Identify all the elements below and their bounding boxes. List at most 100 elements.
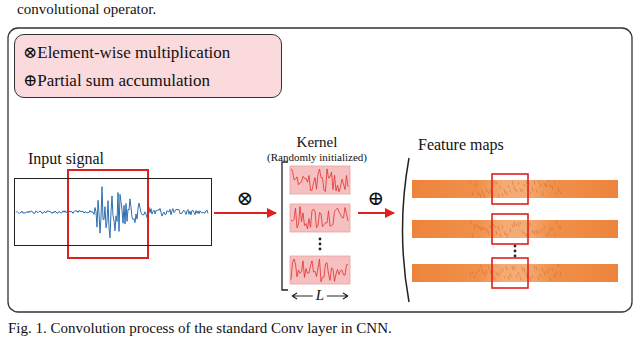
texture-stroke <box>476 181 477 186</box>
operator-symbol: ⊗ <box>236 188 255 208</box>
texture-stroke <box>550 277 551 281</box>
texture-stroke <box>502 193 503 196</box>
texture-stroke <box>540 183 541 187</box>
texture-stroke <box>500 186 501 188</box>
texture-stroke <box>546 270 547 273</box>
texture-stroke <box>560 225 561 228</box>
texture-stroke <box>510 228 511 232</box>
waveform <box>16 187 208 238</box>
kernel-weights <box>291 207 348 229</box>
node-title: Input signal <box>28 150 104 168</box>
texture-stroke <box>484 228 485 230</box>
outer-frame <box>8 28 632 312</box>
texture-stroke <box>512 224 513 227</box>
texture-stroke <box>506 267 507 271</box>
dimension-label: L <box>313 288 327 303</box>
legend-box: ⊗Element-wise multiplication⊕Partial sum… <box>14 34 282 98</box>
texture-stroke <box>482 190 483 195</box>
feature-maps: Feature maps <box>396 134 626 304</box>
texture-stroke <box>478 269 479 272</box>
texture-stroke <box>558 187 559 192</box>
texture-stroke <box>478 225 479 229</box>
texture-stroke <box>504 276 505 279</box>
texture-stroke <box>480 194 481 198</box>
texture-stroke <box>542 268 543 272</box>
texture-stroke <box>538 231 539 234</box>
texture-stroke <box>520 188 521 192</box>
texture-stroke <box>496 182 497 184</box>
kernel-weights <box>291 259 348 282</box>
texture-stroke <box>498 273 499 277</box>
texture-stroke <box>490 189 491 193</box>
texture-stroke <box>536 230 537 235</box>
texture-stroke <box>480 265 481 267</box>
texture-stroke <box>514 222 515 227</box>
node-title: Feature maps <box>418 136 504 154</box>
feature-map <box>412 264 618 282</box>
texture-stroke <box>510 190 511 192</box>
texture-stroke <box>480 227 481 230</box>
texture-stroke <box>526 181 527 184</box>
texture-stroke <box>556 220 557 223</box>
texture-stroke <box>544 272 545 275</box>
texture-stroke <box>472 233 473 237</box>
texture-stroke <box>474 185 475 187</box>
texture-stroke <box>488 191 489 194</box>
texture-stroke <box>506 191 507 195</box>
texture-stroke <box>534 230 535 234</box>
texture-stroke <box>522 231 523 234</box>
parenthesis <box>403 158 410 302</box>
texture-stroke <box>558 264 559 267</box>
node-text: (Randomly initialized) <box>267 151 367 164</box>
kernel-square <box>290 166 350 194</box>
node-title: Kernel <box>297 134 338 151</box>
texture-stroke <box>534 181 535 185</box>
kernel-square <box>290 204 350 232</box>
texture-stroke <box>472 192 473 196</box>
feature-texture <box>470 180 561 281</box>
kernel-group: Kernel(Randomly initialized) <box>278 134 356 304</box>
texture-stroke <box>558 225 559 227</box>
ellipsis-dot <box>319 238 322 241</box>
texture-stroke <box>486 189 487 191</box>
texture-stroke <box>494 277 495 280</box>
texture-stroke <box>504 189 505 194</box>
texture-stroke <box>470 181 471 184</box>
texture-stroke <box>482 269 483 274</box>
texture-stroke <box>538 277 539 280</box>
texture-stroke <box>548 231 549 235</box>
texture-stroke <box>546 233 547 237</box>
texture-stroke <box>502 269 503 272</box>
texture-stroke <box>518 222 519 227</box>
texture-stroke <box>526 273 527 278</box>
texture-stroke <box>556 193 557 195</box>
texture-stroke <box>520 276 521 280</box>
texture-stroke <box>560 191 561 194</box>
cut-text: convolutional operator. <box>14 2 159 17</box>
feature-map <box>412 220 618 238</box>
texture-stroke <box>516 189 517 192</box>
texture-stroke <box>536 267 537 270</box>
texture-stroke <box>516 224 517 226</box>
window-rect <box>492 174 528 204</box>
texture-stroke <box>530 192 531 194</box>
ellipsis-dot <box>514 255 517 258</box>
texture-stroke <box>476 224 477 226</box>
kernel-noise <box>291 169 348 282</box>
ellipsis-dot <box>514 250 517 253</box>
texture-stroke <box>508 234 509 236</box>
texture-stroke <box>472 272 473 274</box>
arrow-connector <box>214 212 276 214</box>
texture-stroke <box>478 191 479 195</box>
texture-stroke <box>550 184 551 187</box>
texture-stroke <box>548 180 549 183</box>
kernel-bracket <box>282 162 288 290</box>
texture-stroke <box>508 275 509 280</box>
ellipsis-dot <box>319 243 322 246</box>
texture-stroke <box>546 183 547 187</box>
texture-stroke <box>470 221 471 224</box>
texture-stroke <box>552 269 553 271</box>
texture-stroke <box>504 232 505 236</box>
texture-stroke <box>470 272 471 276</box>
